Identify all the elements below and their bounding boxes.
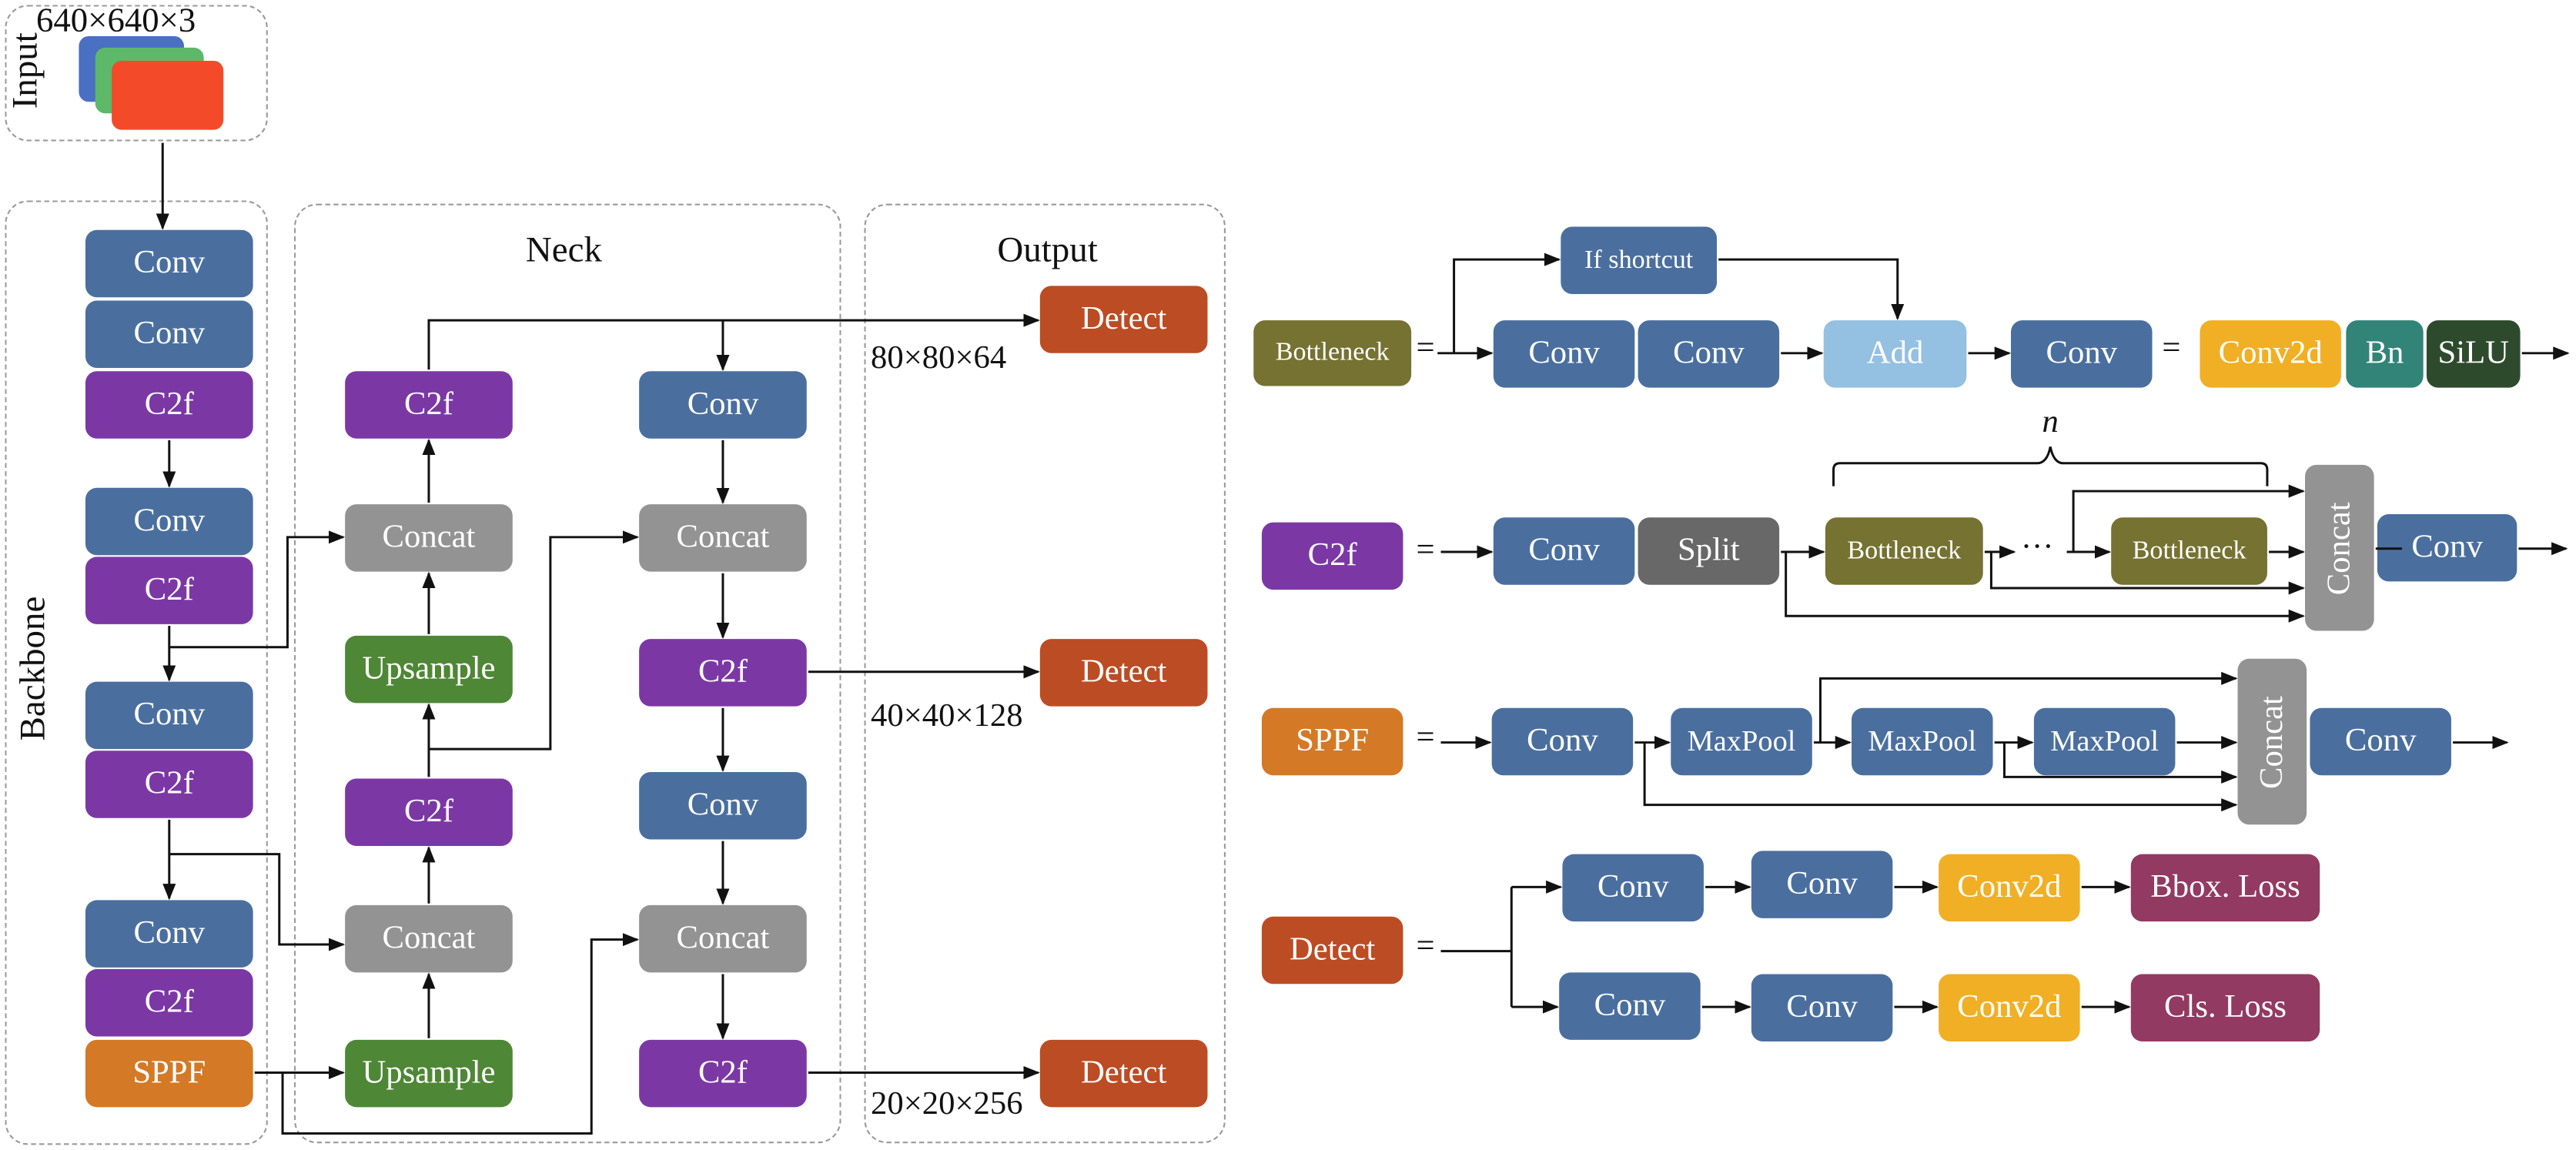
backbone-c2f-4: C2f [85,969,253,1037]
neck-frame [293,203,841,1144]
c2f-concat-bg [2305,464,2374,631]
silu-block: SiLU [2426,320,2521,388]
scale-label-1: 80×80×64 [871,339,1007,376]
c2f-split: Split [1638,517,1780,585]
bottleneck-add: Add [1823,320,1967,388]
scale-label-3: 20×20×256 [871,1085,1023,1122]
neck-concat-3: Concat [639,504,807,572]
backbone-conv-2: Conv [85,300,253,369]
edge-conv-concat [1643,742,2238,812]
output-frame [864,203,1226,1144]
backbone-conv-1: Conv [85,229,253,298]
sppf-equals: = [1416,719,1435,756]
detect-head-1: Detect [1039,286,1208,353]
detect-head-3: Detect [1039,1039,1208,1108]
edge-bn-shortcut [1453,252,1561,353]
detect-conv-1: Conv [1562,854,1704,922]
detect-conv-2: Conv [1751,851,1893,918]
conv-equals: = [2162,329,2181,366]
c2f-ellipsis: ··· [2020,529,2054,566]
sppf-maxpool-3: MaxPool [2033,707,2176,776]
detect-head-2: Detect [1039,639,1208,707]
scale-label-2: 40×40×128 [871,697,1023,734]
neck-concat-1: Concat [345,504,513,572]
bottleneck-def-label: Bottleneck [1253,320,1412,386]
input-dims: 640×640×3 [35,0,196,40]
sppf-concat-bg [2237,658,2307,825]
edge-shortcut-add [1718,258,1905,321]
neck-c2f-mid: C2f [345,778,513,847]
n-brace [1832,446,2269,486]
detect-conv2d-1: Conv2d [1939,854,2080,922]
c2f-def-label: C2f [1261,522,1403,590]
neck-c2f-out-1: C2f [639,639,807,707]
detect-cls-loss: Cls. Loss [2130,974,2320,1041]
neck-conv-1: Conv [639,371,807,439]
edge-c2f3-concat2 [169,853,346,951]
neck-upsample-2: Upsample [345,1039,513,1108]
input-channel-red [112,60,224,130]
neck-c2f-out-2: C2f [639,1039,807,1108]
sppf-conv-out: Conv [2310,707,2451,776]
c2f-conv-out: Conv [2377,513,2517,582]
bottleneck-conv-1: Conv [1493,320,1635,388]
conv2d-block: Conv2d [2200,320,2341,388]
edge-mp1-concat [1818,671,2238,743]
c2f-conv: Conv [1493,517,1635,585]
edge-b1-concat [1989,552,2306,595]
detect-conv-3: Conv [1559,972,1701,1040]
detect-conv-4: Conv [1751,974,1893,1041]
detect-bbox-loss: Bbox. Loss [2130,854,2320,922]
backbone-c2f-2: C2f [85,557,253,624]
neck-c2f-top: C2f [345,371,513,439]
sppf-conv: Conv [1491,707,1634,776]
backbone-c2f-3: C2f [85,751,253,818]
backbone-frame [5,200,268,1145]
sppf-maxpool-1: MaxPool [1671,707,1812,776]
edge-c2f2-concat1 [169,530,346,649]
conv-def-label: Conv [2011,320,2153,388]
bottleneck-equals: = [1416,329,1435,366]
bottleneck-if-shortcut: If shortcut [1561,226,1718,294]
c2f-bottleneck-2: Bottleneck [2111,517,2267,585]
neck-label: Neck [525,228,602,269]
bottleneck-conv-2: Conv [1638,320,1780,388]
backbone-c2f-1: C2f [85,371,253,439]
neck-concat-2: Concat [345,904,513,973]
detect-def-label: Detect [1261,916,1403,985]
edge-sppf-concat4 [281,933,640,1135]
detect-equals: = [1416,928,1435,964]
backbone-conv-5: Conv [85,900,253,968]
neck-upsample-1: Upsample [345,635,513,704]
edge-c2ftop-detect1 [427,313,1040,370]
sppf-def-label: SPPF [1261,707,1403,776]
output-label: Output [997,228,1098,269]
backbone-conv-4: Conv [85,681,253,750]
sppf-maxpool-2: MaxPool [1852,707,1993,776]
c2f-bottleneck-1: Bottleneck [1825,517,1983,585]
backbone-conv-3: Conv [85,487,253,556]
backbone-sppf: SPPF [85,1039,253,1108]
detect-conv2d-2: Conv2d [1939,974,2080,1041]
edge-dots-concat [2072,484,2306,553]
edge-split-concat [1785,552,2306,623]
edge-c2fmid-concat3 [428,530,640,751]
edge-mp2-concat [2002,742,2238,784]
c2f-n-label: n [2042,403,2059,440]
neck-concat-4: Concat [639,904,807,973]
input-frame [5,5,268,142]
bn-block: Bn [2346,320,2424,388]
edge-detect-branch [1440,887,1513,1008]
c2f-equals: = [1416,532,1435,569]
neck-conv-2: Conv [639,771,807,840]
